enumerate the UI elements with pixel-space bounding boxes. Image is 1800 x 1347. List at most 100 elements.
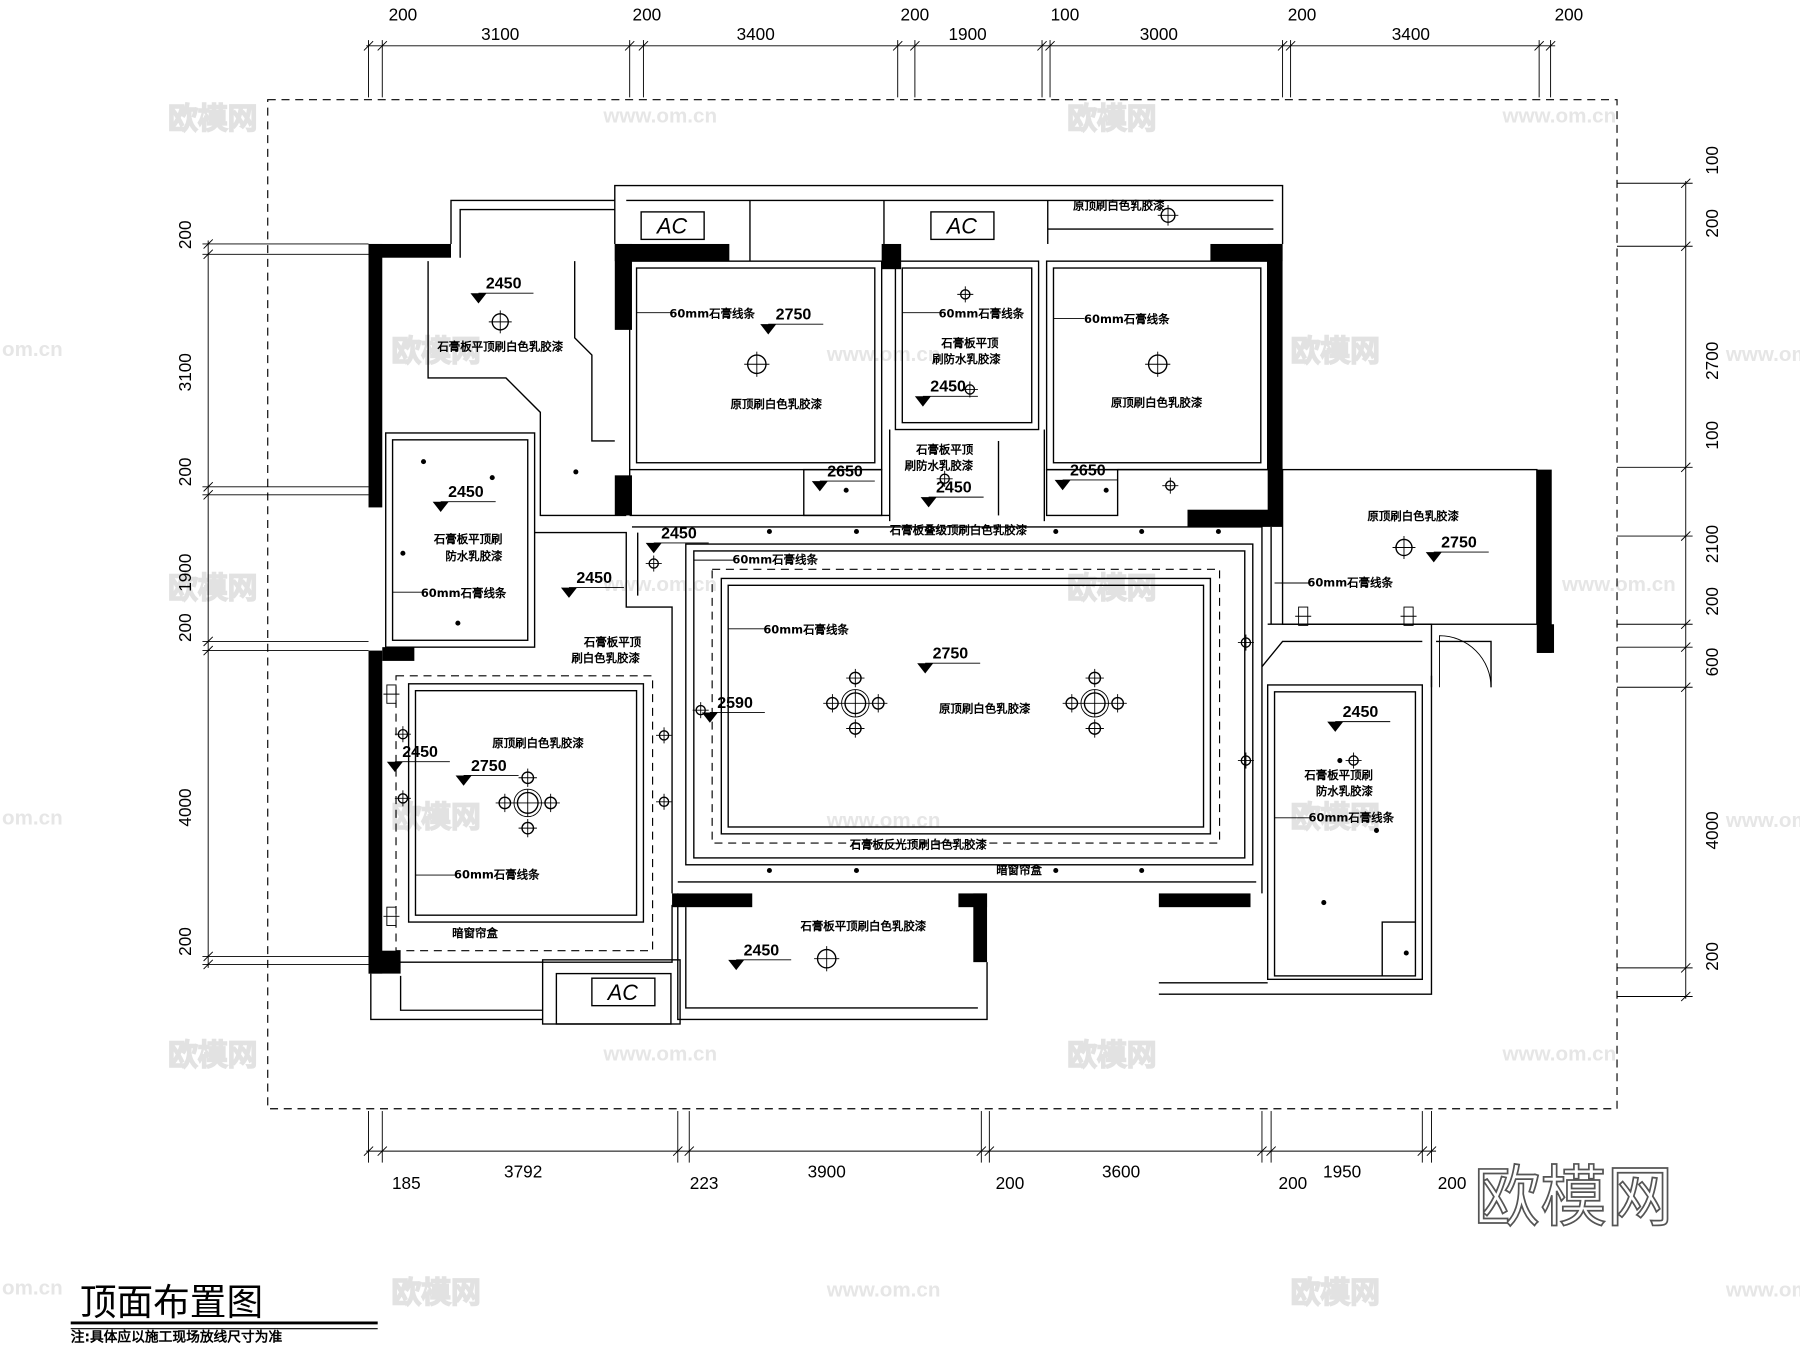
light-dot	[455, 620, 461, 626]
ceiling-label: 石膏板平顶刷	[433, 532, 503, 546]
dimension-ticks	[202, 40, 1693, 1163]
ceiling-label: 防水乳胶漆	[445, 549, 503, 563]
elevation-triangle-icon	[760, 324, 777, 335]
dimension-top: 200	[1288, 5, 1317, 25]
light-dot	[853, 867, 859, 874]
watermark-url: www.om.cn	[826, 343, 941, 366]
drawing-note: 注:具体应以施工现场放线尺寸为准	[71, 1328, 283, 1345]
elevation-triangle-icon	[470, 293, 487, 304]
ceiling-label: 60mm石膏线条	[669, 306, 755, 320]
light-dot	[1373, 827, 1380, 833]
dimension-right: 2100	[1702, 525, 1722, 563]
dimension-bottom: 1950	[1323, 1161, 1361, 1181]
ceiling-height: 2750	[933, 645, 969, 663]
dimension-right: 600	[1702, 648, 1722, 677]
light-dot	[1337, 758, 1343, 764]
dimension-left: 1900	[175, 554, 195, 592]
ceiling-label: 原顶刷白色乳胶漆	[731, 397, 823, 411]
ceiling-label: 60mm石膏线条	[763, 622, 849, 636]
ceiling-height: 2650	[827, 462, 863, 480]
elevation-triangle-icon	[1327, 721, 1344, 732]
watermark-logo: 欧模网	[168, 101, 257, 136]
watermark-url: om.cn	[2, 1276, 63, 1299]
light-dot	[1053, 528, 1059, 534]
watermark-url: www.om.cn	[1725, 809, 1800, 832]
walls	[368, 243, 1555, 974]
dimension-right: 200	[1702, 942, 1722, 971]
ceiling-label: 石膏板叠级顶刷白色乳胶漆	[889, 523, 1028, 537]
ceiling-label: 防水乳胶漆	[1316, 784, 1374, 798]
logo-watermark: 欧模网	[1474, 1158, 1673, 1236]
ceiling-label: 石膏板平顶刷白色乳胶漆	[799, 919, 926, 933]
dimension-bottom: 200	[1279, 1173, 1308, 1193]
dimension-bottom: 223	[690, 1173, 719, 1193]
dimension-top: 3400	[1392, 24, 1430, 44]
ceiling-height: 2450	[744, 941, 780, 959]
ceiling-label: 60mm石膏线条	[421, 586, 507, 600]
watermark-url: om.cn	[2, 807, 63, 830]
elevation-triangle-icon	[455, 775, 472, 786]
elevation-triangle-icon	[432, 501, 449, 512]
ceiling-height: 2450	[448, 483, 484, 501]
ceiling-height: 2450	[661, 524, 697, 542]
ceiling-height: 2750	[1441, 534, 1477, 552]
elevation-triangle-icon	[914, 396, 931, 407]
watermark-url: om.cn	[2, 338, 63, 361]
ceiling-label: 暗窗帘盒	[996, 863, 1042, 877]
ceiling-label: 原顶刷白色乳胶漆	[1111, 396, 1203, 410]
elevation-triangle-icon	[920, 497, 937, 508]
watermark-logo: 欧模网	[168, 1038, 257, 1073]
light-dot	[1103, 487, 1109, 493]
ac-unit-box	[591, 977, 656, 1007]
watermark-logo: 欧模网	[391, 1275, 480, 1310]
dimension-left: 200	[175, 458, 195, 487]
dimension-bottom: 3792	[504, 1161, 542, 1181]
dimension-top: 200	[633, 5, 662, 25]
room-outlines	[370, 184, 1538, 1025]
dimension-top: 200	[901, 5, 930, 25]
watermark-logo: 欧模网	[168, 571, 257, 606]
ac-label: AC	[606, 980, 639, 1005]
watermark-logo: 欧模网	[1067, 101, 1156, 136]
ceiling-label: 60mm石膏线条	[1307, 575, 1393, 589]
light-dot	[1053, 867, 1059, 874]
dimension-top: 3400	[737, 24, 775, 44]
light-dot	[573, 469, 579, 475]
ac-label: AC	[655, 214, 688, 239]
ceiling-label: 刷防水乳胶漆	[932, 352, 1001, 366]
dimension-bottom: 200	[996, 1173, 1025, 1193]
light-dot	[853, 528, 859, 534]
ceiling-height: 2450	[486, 275, 522, 293]
watermark-logo: 欧模网	[391, 334, 480, 369]
elevation-triangle-icon	[1054, 479, 1071, 491]
dimension-lines	[207, 45, 1687, 1152]
ceiling-label: 石膏板平顶	[915, 443, 974, 457]
watermarks: 欧模网欧模网欧模网欧模网欧模网欧模网欧模网欧模网欧模网欧模网欧模网欧模网www.…	[2, 101, 1800, 1311]
light-dot	[766, 528, 772, 534]
watermark-url: www.om.cn	[826, 1279, 941, 1302]
dimension-top: 3000	[1140, 24, 1178, 44]
watermark-url: www.om.cn	[602, 1043, 717, 1066]
dimension-bottom: 3600	[1102, 1161, 1140, 1181]
light-dot	[400, 550, 406, 556]
dimension-right: 100	[1702, 421, 1722, 450]
ceiling-label: 刷防水乳胶漆	[905, 459, 974, 473]
ac-unit-box	[640, 211, 705, 241]
ac-label: AC	[945, 214, 978, 239]
dimension-left: 3100	[175, 353, 195, 391]
watermark-url: www.om.cn	[1501, 1043, 1616, 1066]
dimension-top: 1900	[948, 24, 986, 44]
elevation-triangle-icon	[645, 542, 662, 554]
ceiling-height: 2750	[776, 306, 812, 324]
watermark-logo: 欧模网	[1067, 1038, 1156, 1073]
dimension-right: 200	[1702, 209, 1722, 238]
watermark-url: www.om.cn	[1561, 573, 1676, 596]
watermark-url: www.om.cn	[1725, 1279, 1800, 1302]
dimension-top: 3100	[481, 24, 519, 44]
dimension-bottom: 200	[1438, 1173, 1467, 1193]
elevation-triangle-icon	[560, 587, 577, 598]
dimension-right: 200	[1702, 587, 1722, 616]
dimension-left: 200	[175, 220, 195, 249]
light-fixtures	[383, 205, 1417, 972]
